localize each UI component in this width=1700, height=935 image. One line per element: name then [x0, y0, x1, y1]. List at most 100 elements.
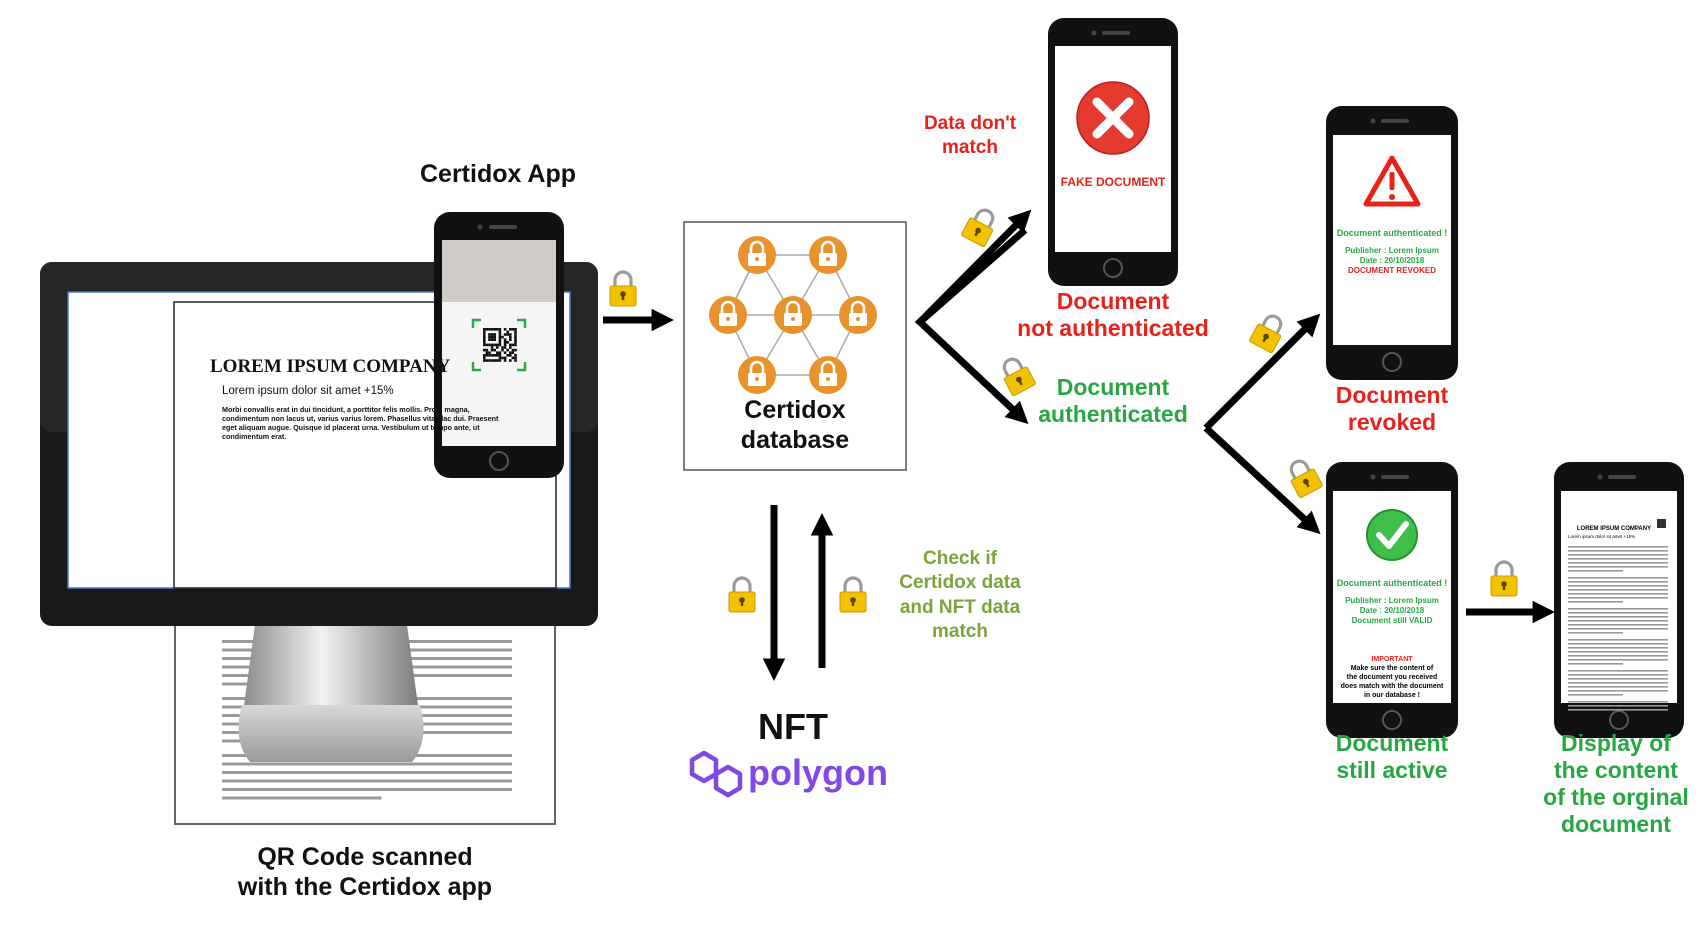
- text-line: [1568, 554, 1668, 556]
- qr-cell: [485, 351, 489, 354]
- lock-icon: [959, 203, 1002, 249]
- flow-arrows: [603, 209, 1555, 681]
- qr-cell: [490, 348, 494, 352]
- qr-cell: [501, 346, 504, 349]
- data-dont-match-label: Data don't match: [900, 112, 1040, 160]
- text-line: [1568, 690, 1668, 692]
- important-note: in our database !: [1364, 692, 1420, 699]
- not-auth-line: not authenticated: [1017, 315, 1209, 342]
- qr-scanned-line: with the Certidox app: [237, 872, 493, 901]
- fake-document-phone: FAKE DOCUMENT: [1048, 18, 1178, 286]
- text-line: [222, 771, 512, 774]
- qr-cell: [498, 341, 502, 344]
- lock-icon: [1247, 309, 1290, 355]
- monitor-stand: [242, 625, 420, 720]
- qr-cell: [483, 330, 486, 334]
- qr-cell: [498, 338, 502, 341]
- qr-cell: [483, 328, 486, 331]
- not-authenticated-label: Document not authenticated: [1003, 288, 1223, 342]
- qr-cell: [506, 333, 509, 336]
- arrow-icon: [917, 209, 1032, 325]
- qr-cell: [483, 343, 486, 347]
- revoked-line: Document: [1335, 382, 1449, 408]
- database-node-icon: [736, 354, 778, 396]
- qr-cell: [503, 333, 507, 336]
- lock-icon: [727, 576, 757, 614]
- revoked-line: revoked: [1347, 409, 1437, 436]
- qr-cell: [488, 359, 491, 362]
- lock-icon: [1282, 454, 1325, 500]
- text-line: [1568, 639, 1668, 641]
- check-line: match: [932, 620, 988, 642]
- qr-cell: [501, 356, 504, 360]
- database-node-icon: [707, 294, 749, 336]
- active-date: Date : 20/10/2018: [1360, 606, 1425, 615]
- lock-icon: [838, 576, 868, 614]
- qr-cell: [496, 359, 499, 362]
- qr-cell: [503, 338, 507, 341]
- error-x-icon: [1076, 81, 1150, 155]
- database-node-icon: [807, 354, 849, 396]
- document-paragraph: Morbi convallis erat in dui tincidunt, a…: [222, 405, 470, 414]
- document-paragraph: condimentum erat.: [222, 432, 286, 441]
- qr-cell: [496, 343, 499, 347]
- display-line: Display of: [1561, 730, 1671, 756]
- qr-cell: [488, 328, 491, 331]
- text-line: [1568, 601, 1623, 603]
- nft-label: NFT: [758, 706, 828, 747]
- qr-scanned-label: QR Code scanned with the Certidox app: [180, 843, 550, 902]
- text-line: [1568, 705, 1668, 707]
- text-line: [1568, 570, 1623, 572]
- warning-icon: [1363, 155, 1421, 207]
- qr-cell: [509, 354, 512, 357]
- qr-cell: [509, 351, 512, 354]
- lock-icon: [1489, 560, 1519, 598]
- text-line: [1568, 701, 1668, 703]
- auth-line: authenticated: [1038, 401, 1188, 428]
- mismatch-line: match: [942, 136, 998, 158]
- important-label: IMPORTANT: [1371, 656, 1413, 663]
- qr-cell: [493, 348, 496, 352]
- text-line: [1568, 663, 1623, 665]
- text-line: [1568, 546, 1668, 548]
- qr-cell: [488, 335, 491, 339]
- text-line: [1568, 597, 1668, 599]
- text-line: [1568, 678, 1668, 680]
- important-note: does match with the document: [1341, 683, 1444, 690]
- original-company: LOREM IPSUM COMPANY: [1577, 526, 1651, 532]
- qr-cell: [514, 338, 517, 341]
- text-line: [1568, 674, 1668, 676]
- database-label-line: Certidox: [744, 396, 846, 424]
- active-publisher: Publisher : Lorem Ipsum: [1345, 596, 1439, 605]
- text-line: [222, 762, 512, 766]
- text-line: [1568, 643, 1668, 645]
- qr-cell: [514, 354, 517, 357]
- qr-code-icon: [1657, 519, 1666, 528]
- text-line: [1568, 686, 1668, 688]
- qr-cell: [493, 333, 496, 336]
- qr-cell: [514, 330, 517, 334]
- qr-cell: [493, 335, 496, 339]
- text-line: [1568, 694, 1623, 696]
- qr-cell: [511, 328, 515, 331]
- revoked-status: DOCUMENT REVOKED: [1348, 266, 1436, 275]
- qr-cell: [483, 341, 486, 344]
- qr-cell: [488, 338, 491, 341]
- revoked-publisher: Publisher : Lorem Ipsum: [1345, 246, 1439, 255]
- qr-cell: [506, 341, 509, 344]
- text-line: [1568, 558, 1668, 560]
- qr-cell: [496, 346, 499, 349]
- check-line: Check if: [923, 548, 997, 569]
- qr-cell: [498, 351, 502, 354]
- text-line: [1568, 682, 1668, 684]
- database-node-icon: [807, 234, 849, 276]
- qr-cell: [493, 343, 496, 347]
- qr-cell: [488, 354, 491, 357]
- qr-cell: [496, 351, 499, 354]
- certidox-database-label: Certidox database: [684, 396, 906, 455]
- qr-cell: [498, 333, 502, 336]
- mismatch-line: Data don't: [923, 113, 1017, 134]
- text-line: [1568, 659, 1668, 661]
- qr-cell: [498, 343, 502, 347]
- document-paragraph: eget aliquam augue. Quisque id placerat …: [222, 423, 480, 432]
